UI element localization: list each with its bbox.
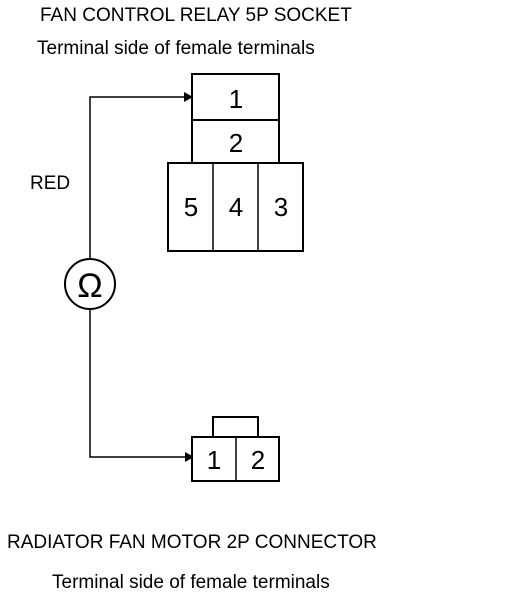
relay-terminal-4-label: 4: [229, 192, 243, 222]
relay-terminal-2-cell: [191, 119, 280, 164]
wire-color-label: RED: [30, 173, 70, 194]
wire-top: [89, 96, 192, 258]
relay-terminal-1-label: 1: [229, 84, 243, 114]
motor-terminal-1-arrow: [185, 452, 194, 462]
relay-socket-title: FAN CONTROL RELAY 5P SOCKET: [40, 5, 352, 26]
relay-terminal-3-label: 3: [274, 192, 288, 222]
terminal-1-arrow: [184, 92, 193, 102]
wire-bottom: [89, 310, 192, 458]
ohmmeter-symbol: Ω: [77, 267, 102, 305]
ohmmeter-icon: [64, 258, 116, 310]
relay-terminal-5-label: 5: [184, 192, 198, 222]
motor-connector-latch: [212, 416, 259, 438]
relay-socket: 1 2 5 4 3: [167, 73, 304, 252]
motor-connector-subtitle: Terminal side of female terminals: [52, 572, 330, 593]
motor-connector-title: RADIATOR FAN MOTOR 2P CONNECTOR: [7, 532, 377, 553]
relay-terminal-2-label: 2: [229, 128, 243, 158]
relay-socket-subtitle: Terminal side of female terminals: [37, 38, 315, 59]
motor-connector: 1 2: [191, 416, 280, 482]
motor-terminal-2-label: 2: [251, 445, 265, 475]
relay-lower-block: [167, 162, 304, 252]
motor-terminal-1-label: 1: [207, 445, 221, 475]
